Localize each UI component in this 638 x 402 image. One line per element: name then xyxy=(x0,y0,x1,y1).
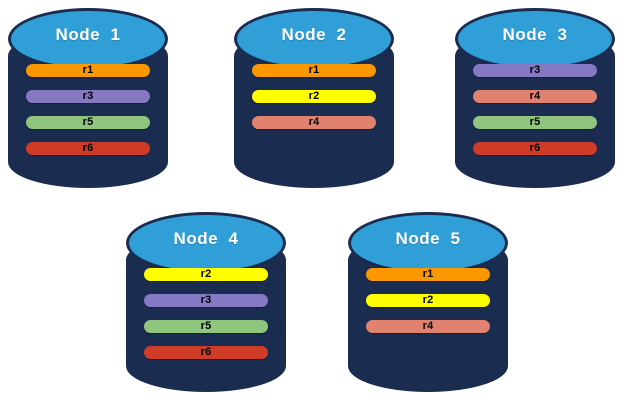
replica-list: r2 r3 r5 r6 xyxy=(144,268,268,359)
node-cylinder-2[interactable]: Node 2 r1 r2 r4 xyxy=(234,8,394,188)
replica-label: r2 xyxy=(422,294,434,306)
replica-bar-r3[interactable]: r3 xyxy=(26,90,150,103)
cylinder-top-ellipse xyxy=(126,212,286,274)
replica-label: r4 xyxy=(529,90,541,102)
replica-bar-r5[interactable]: r5 xyxy=(473,116,597,129)
node-cylinder-4[interactable]: Node 4 r2 r3 r5 r6 xyxy=(126,212,286,392)
replica-label: r3 xyxy=(529,64,541,76)
replica-bar-r2[interactable]: r2 xyxy=(366,294,490,307)
node-title: Node 5 xyxy=(395,229,461,248)
replica-bar-r1[interactable]: r1 xyxy=(26,64,150,77)
replica-bar-r5[interactable]: r5 xyxy=(26,116,150,129)
replica-label: r4 xyxy=(308,116,320,128)
replica-label: r5 xyxy=(529,116,541,128)
replica-label: r2 xyxy=(200,268,212,280)
replica-label: r2 xyxy=(308,90,320,102)
replica-label: r3 xyxy=(200,294,212,306)
replica-bar-r2[interactable]: r2 xyxy=(144,268,268,281)
node-title: Node 2 xyxy=(281,25,347,44)
replica-label: r1 xyxy=(308,64,320,76)
replica-bar-r6[interactable]: r6 xyxy=(26,142,150,155)
replica-bar-r1[interactable]: r1 xyxy=(366,268,490,281)
replica-label: r3 xyxy=(82,90,94,102)
replica-label: r1 xyxy=(422,268,434,280)
cylinder-top-ellipse xyxy=(234,8,394,70)
replica-bar-r5[interactable]: r5 xyxy=(144,320,268,333)
replica-bar-r6[interactable]: r6 xyxy=(473,142,597,155)
node-title: Node 1 xyxy=(55,25,121,44)
node-cylinder-3[interactable]: Node 3 r3 r4 r5 r6 xyxy=(455,8,615,188)
replica-list: r1 r3 r5 r6 xyxy=(26,64,150,155)
replica-label: r1 xyxy=(82,64,94,76)
replica-bar-r3[interactable]: r3 xyxy=(473,64,597,77)
replica-label: r5 xyxy=(82,116,94,128)
replica-bar-r4[interactable]: r4 xyxy=(252,116,376,129)
node-cylinder-5[interactable]: Node 5 r1 r2 r4 xyxy=(348,212,508,392)
replica-list: r1 r2 r4 xyxy=(366,268,490,333)
replica-list: r1 r2 r4 xyxy=(252,64,376,129)
replica-bar-r6[interactable]: r6 xyxy=(144,346,268,359)
replica-bar-r3[interactable]: r3 xyxy=(144,294,268,307)
node-title: Node 3 xyxy=(502,25,568,44)
replica-label: r5 xyxy=(200,320,212,332)
replica-label: r6 xyxy=(200,346,212,358)
replica-bar-r4[interactable]: r4 xyxy=(473,90,597,103)
node-cylinder-1[interactable]: Node 1 r1 r3 r5 r6 xyxy=(8,8,168,188)
replica-label: r4 xyxy=(422,320,434,332)
replica-bar-r4[interactable]: r4 xyxy=(366,320,490,333)
replica-bar-r2[interactable]: r2 xyxy=(252,90,376,103)
replica-label: r6 xyxy=(82,142,94,154)
cylinder-top-ellipse xyxy=(8,8,168,70)
replica-bar-r1[interactable]: r1 xyxy=(252,64,376,77)
replica-label: r6 xyxy=(529,142,541,154)
node-title: Node 4 xyxy=(173,229,239,248)
replica-list: r3 r4 r5 r6 xyxy=(473,64,597,155)
